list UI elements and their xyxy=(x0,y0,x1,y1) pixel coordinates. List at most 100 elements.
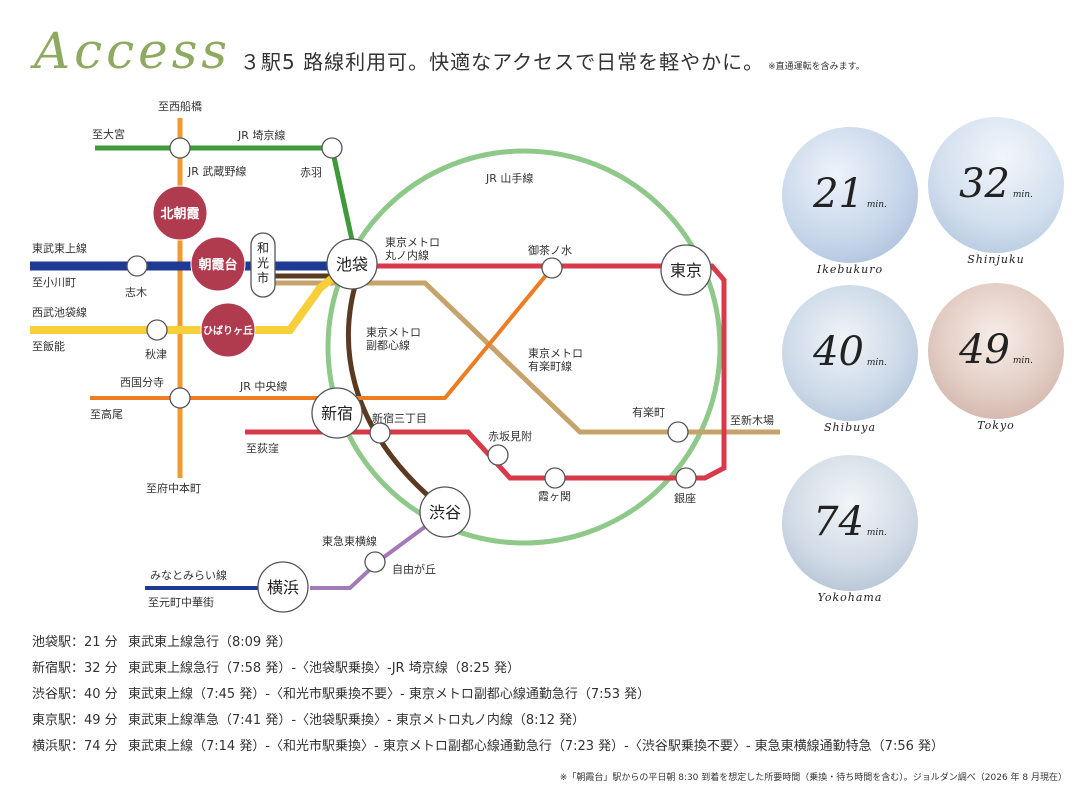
dir-shin-kiba: 至新木場 xyxy=(730,413,774,427)
label-marunouchi-1: 東京メトロ xyxy=(385,235,440,249)
footnote: ※「朝霞台」駅からの平日朝 8:30 到着を想定した所要時間（乗換・待ち時間を含… xyxy=(559,773,1067,783)
dir-omiya: 至大宮 xyxy=(92,127,125,141)
jr-saikyo-line xyxy=(95,145,355,241)
station-ikebukuro xyxy=(326,238,378,290)
dir-fuchu-honmachi: 至府中本町 xyxy=(146,481,201,495)
station-wakoshi xyxy=(250,232,276,298)
label-toyoko: 東急東横線 xyxy=(322,534,377,548)
time-station-name: Tokyo xyxy=(977,419,1015,432)
time-minutes: 32 min. xyxy=(959,161,1033,207)
time-minutes: 21 min. xyxy=(813,171,887,217)
station-dot-yurakucho xyxy=(667,421,689,443)
station-dot-nishikokubunji xyxy=(169,387,191,409)
route-detail: 東武東上線（7:14 発）-〈和光市駅乗換〉- 東京メトロ副都心線通勤急行（7:… xyxy=(128,739,945,754)
route-detail: 東武東上線（7:45 発）-〈和光市駅乗換不要〉- 東京メトロ副都心線通勤急行（… xyxy=(128,687,651,702)
page-subtitle: ３駅5 路線利用可。快適なアクセスで日常を軽やかに。※直通運転を含みます。 xyxy=(240,50,865,74)
station-label-kasumigaseki: 霞ヶ関 xyxy=(538,490,571,503)
dir-motomachi: 至元町中華街 xyxy=(148,595,214,609)
route-station: 東京駅：49 分 xyxy=(32,713,118,728)
dir-takao: 至高尾 xyxy=(90,407,123,421)
station-label-asakadai: 朝霞台 xyxy=(198,257,237,273)
label-seibu-ikebukuro: 西武池袋線 xyxy=(32,305,87,319)
time-station-name: Yokohama xyxy=(817,591,883,604)
label-jr-yamanote: JR 山手線 xyxy=(485,171,533,185)
station-dot-kasumigaseki xyxy=(544,467,566,489)
route-station: 横浜駅：74 分 xyxy=(32,739,118,754)
route-station: 池袋駅：21 分 xyxy=(32,635,118,650)
station-dot-shinjuku-sanchome xyxy=(369,422,391,444)
station-tokyo xyxy=(660,244,712,296)
station-label-shiki: 志木 xyxy=(125,286,147,299)
station-label-akabane: 赤羽 xyxy=(300,166,322,179)
station-label-tokyo: 東京 xyxy=(670,261,702,280)
dir-ogikubo: 至荻窪 xyxy=(246,441,279,455)
route-row: 東京駅：49 分東武東上線準急（7:41 発）-〈池袋駅乗換〉- 東京メトロ丸ノ… xyxy=(32,708,944,734)
label-jr-saikyo: JR 埼京線 xyxy=(237,128,285,142)
time-station-name: Ikebukuro xyxy=(816,263,884,276)
header-note: ※直通運転を含みます。 xyxy=(768,62,865,72)
label-marunouchi-2: 丸ノ内線 xyxy=(385,248,429,262)
time-minutes: 49 min. xyxy=(959,327,1033,373)
route-row: 新宿駅：32 分東武東上線急行（7:58 発）-〈池袋駅乗換〉-JR 埼京線（8… xyxy=(32,656,944,682)
station-yokohama xyxy=(257,561,309,613)
route-row: 池袋駅：21 分東武東上線急行（8:09 発） xyxy=(32,630,944,656)
route-detail: 東武東上線準急（7:41 発）-〈池袋駅乗換〉- 東京メトロ丸ノ内線（8:12 … xyxy=(128,713,586,728)
dir-hanno: 至飯能 xyxy=(32,339,65,353)
station-dot-akasaka-mitsuke xyxy=(487,444,509,466)
jr-chuo-line xyxy=(90,266,554,400)
station-label-yokohama: 横浜 xyxy=(267,578,299,597)
route-station: 渋谷駅：40 分 xyxy=(32,687,118,702)
station-label-kitaasaka: 北朝霞 xyxy=(160,206,200,222)
station-label-yurakucho: 有楽町 xyxy=(632,405,665,419)
station-label-shibuya: 渋谷 xyxy=(429,503,461,522)
station-label-ikebukuro: 池袋 xyxy=(336,255,368,274)
station-label-akitsu: 秋津 xyxy=(145,347,167,361)
station-label-shinjuku: 新宿 xyxy=(321,404,353,423)
marunouchi-line xyxy=(245,263,727,481)
route-row: 渋谷駅：40 分東武東上線（7:45 発）-〈和光市駅乗換不要〉- 東京メトロ副… xyxy=(32,682,944,708)
time-station-name: Shinjuku xyxy=(967,253,1025,266)
label-tobu-tojo: 東武東上線 xyxy=(32,241,87,255)
station-dot-ochanomizu xyxy=(541,257,563,279)
route-detail: 東武東上線急行（7:58 発）-〈池袋駅乗換〉-JR 埼京線（8:25 発） xyxy=(128,661,521,676)
time-circle-ikebukuro: 21 min. xyxy=(782,127,918,263)
label-yurakucho-2: 有楽町線 xyxy=(528,359,572,373)
time-minutes: 74 min. xyxy=(813,499,887,545)
station-shinjuku xyxy=(311,387,363,439)
label-yurakucho-1: 東京メトロ xyxy=(528,346,583,360)
station-dot-shiki xyxy=(126,255,148,277)
label-fukutoshin-1: 東京メトロ xyxy=(366,325,421,339)
station-label-shinjuku-sanchome: 新宿三丁目 xyxy=(372,411,427,425)
route-detail: 東武東上線急行（8:09 発） xyxy=(128,635,292,650)
label-fukutoshin-2: 副都心線 xyxy=(366,338,410,352)
time-circle-tokyo: 49 min. xyxy=(928,283,1064,419)
time-circle-shibuya: 40 min. xyxy=(782,285,918,421)
station-label-wakoshi: 和光市 xyxy=(257,241,269,285)
station-label-jiyugaoka: 自由が丘 xyxy=(392,562,436,576)
label-minatomirai: みなとみらい線 xyxy=(150,568,227,582)
page-title: Access xyxy=(34,22,232,80)
label-jr-chuo: JR 中央線 xyxy=(239,379,287,393)
label-jr-musashino: JR 武蔵野線 xyxy=(187,164,246,178)
route-station: 新宿駅：32 分 xyxy=(32,661,118,676)
station-dot-jiyugaoka xyxy=(364,551,386,573)
station-dot-akabane xyxy=(321,137,343,159)
fukutoshin-line-curve xyxy=(345,269,447,512)
route-list: 池袋駅：21 分東武東上線急行（8:09 発）新宿駅：32 分東武東上線急行（7… xyxy=(32,630,944,760)
station-kitaasaka xyxy=(152,185,208,241)
station-label-hibarigaoka: ひばりヶ丘 xyxy=(203,324,253,337)
station-label-akasaka-mitsuke: 赤坂見附 xyxy=(488,429,532,443)
station-asakadai xyxy=(190,236,246,292)
station-dot-akitsu xyxy=(146,319,168,341)
toyoko-line xyxy=(310,510,447,590)
route-row: 横浜駅：74 分東武東上線（7:14 発）-〈和光市駅乗換〉- 東京メトロ副都心… xyxy=(32,734,944,760)
dir-nishi-funabashi: 至西船橋 xyxy=(158,99,202,113)
time-minutes: 40 min. xyxy=(813,329,887,375)
station-label-ginza: 銀座 xyxy=(674,491,696,505)
station-label-nishikokubunji: 西国分寺 xyxy=(120,376,164,389)
station-label-ochanomizu: 御茶ノ水 xyxy=(528,243,572,257)
station-dot-nishikokubunji-top xyxy=(169,137,191,159)
station-hibarigaoka xyxy=(200,302,256,358)
time-station-name: Shibuya xyxy=(823,421,877,434)
